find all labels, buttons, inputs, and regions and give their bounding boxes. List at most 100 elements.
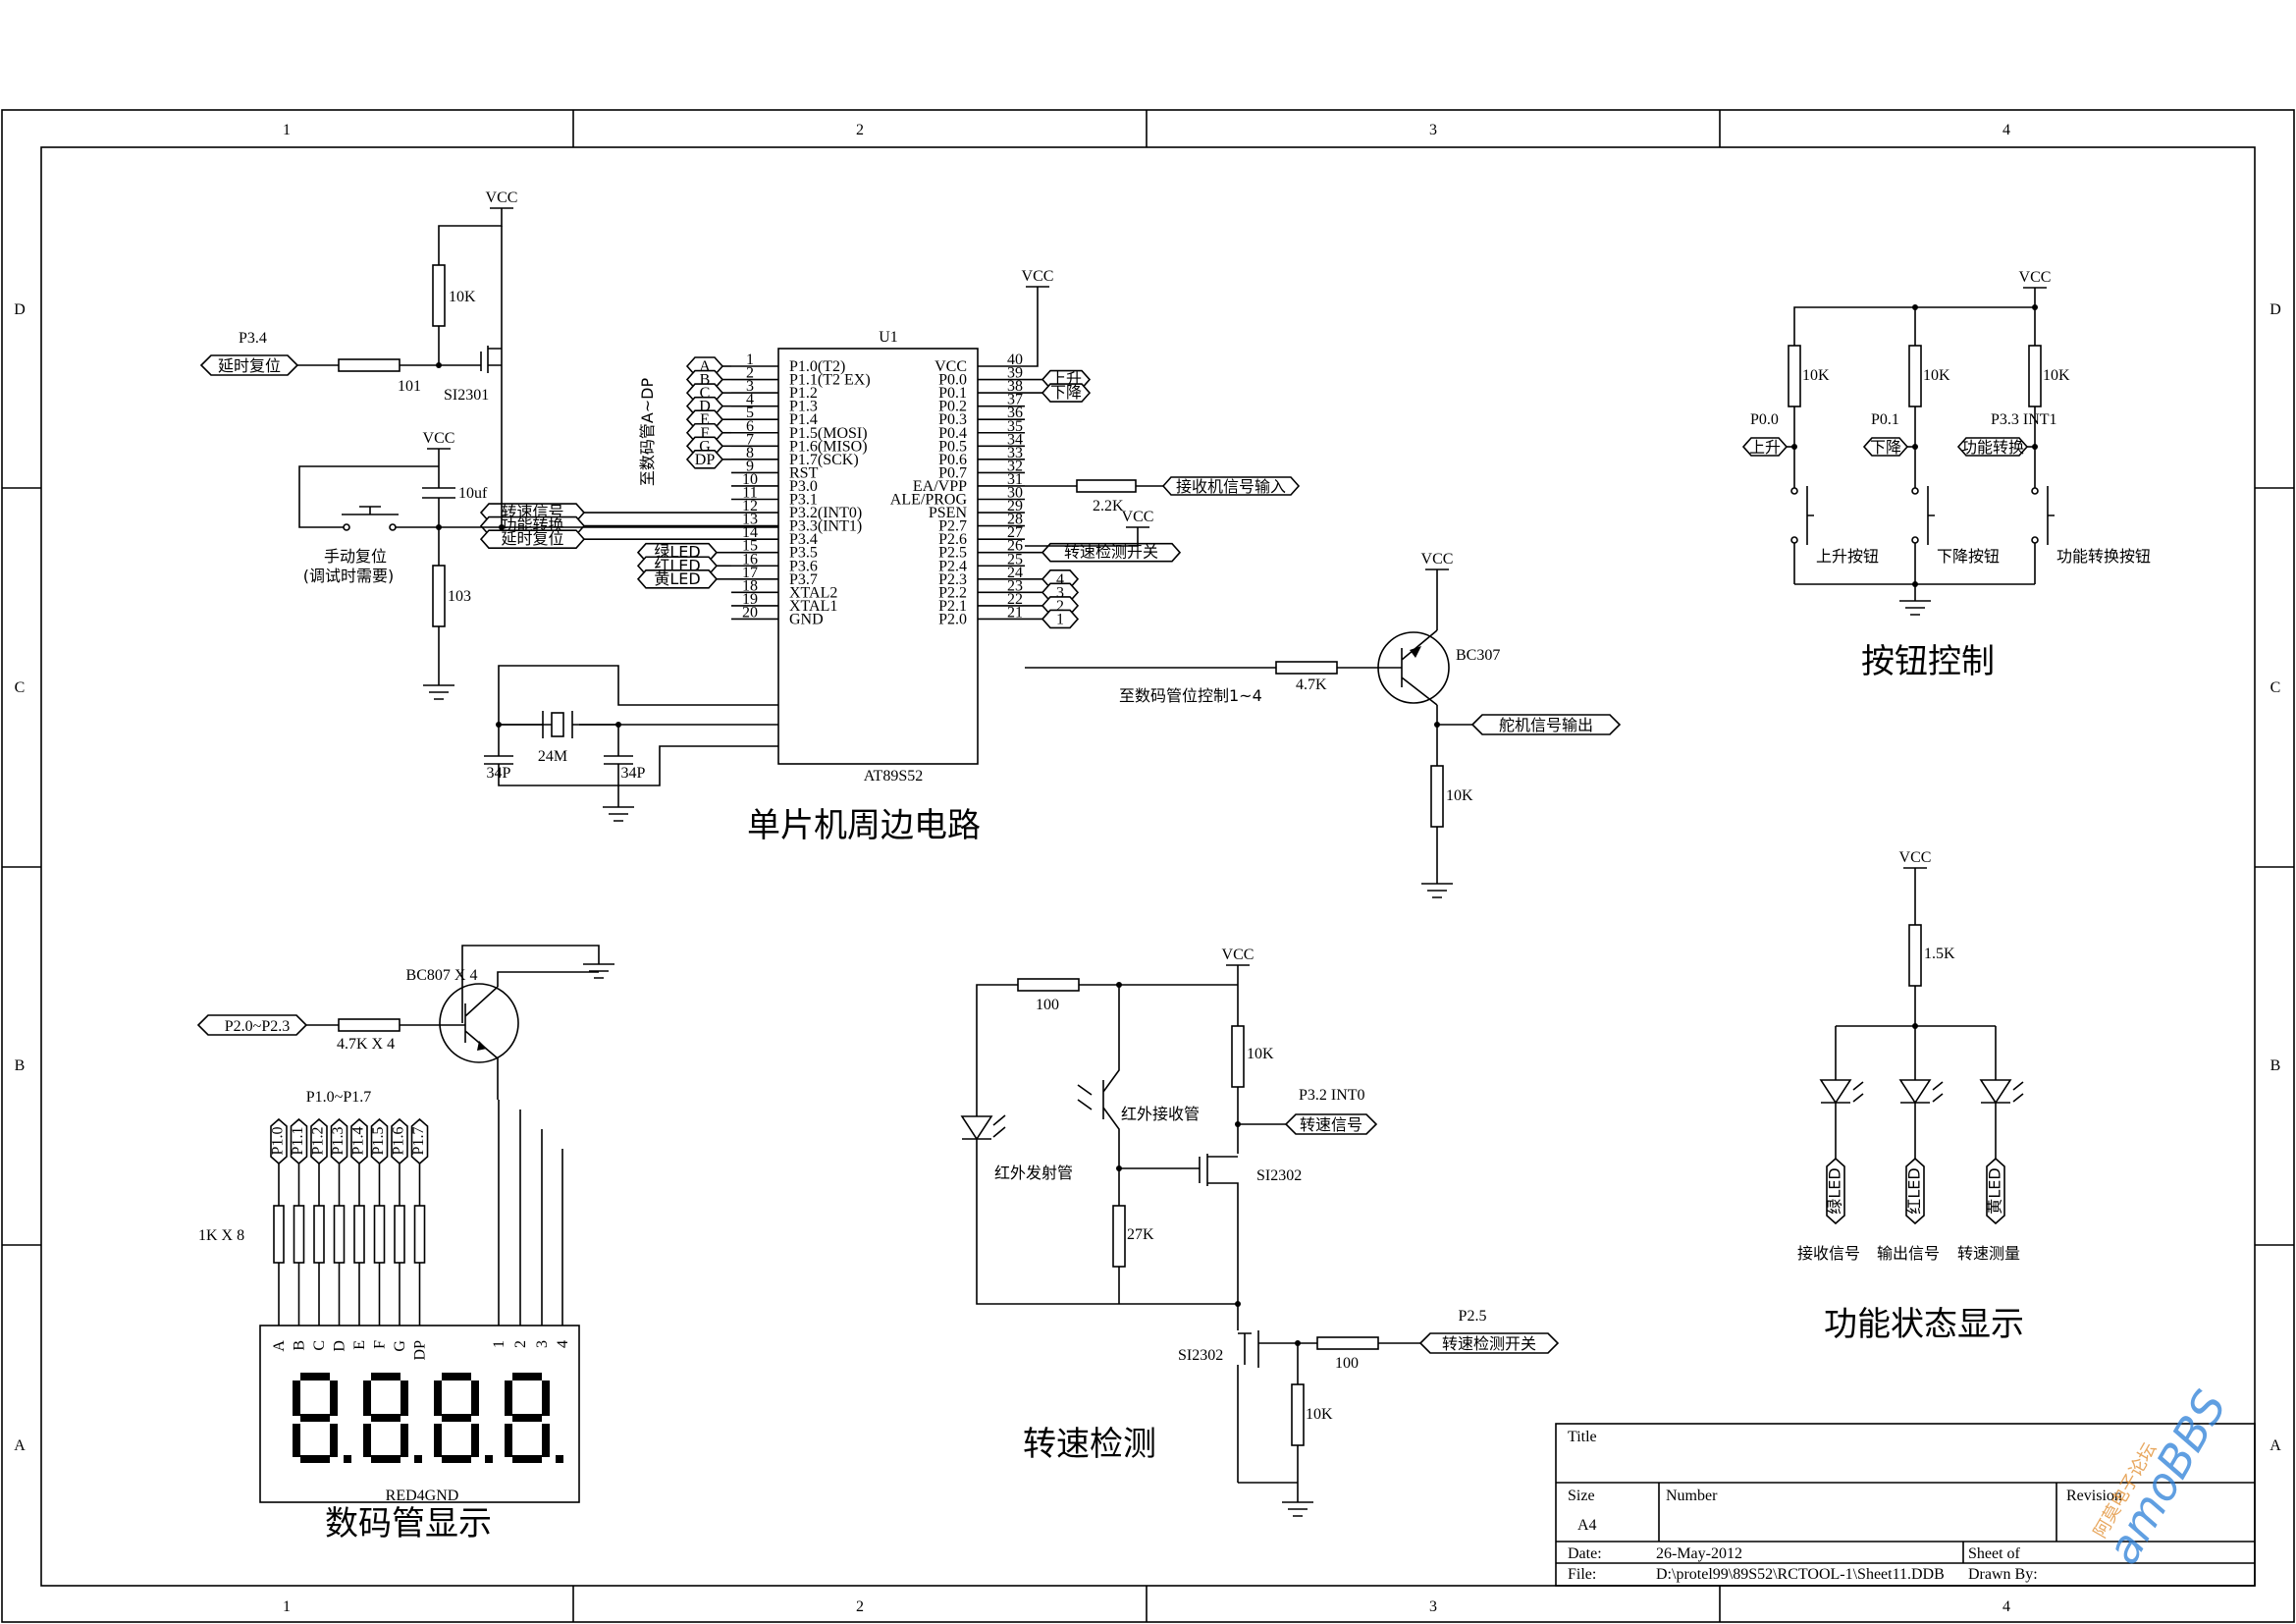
row-label: D [2269,301,2281,318]
resistor-10k [432,264,446,327]
net-flag [685,450,724,469]
r-label: 10K [2043,367,2070,384]
button-label: (调试时需要) [303,567,395,585]
pin-number: 28 [1007,512,1023,528]
net-flag-text: P1.1 [290,1127,306,1156]
net-flag-vertical [1986,1157,2005,1225]
tb-title-label: Title [1568,1429,1597,1445]
col-label: 1 [283,1598,291,1615]
pin-name: P1.0(T2) [789,358,845,375]
row-label: D [14,301,26,318]
resistor-103 [432,565,446,627]
pin-name: P1.6(MISO) [789,438,868,455]
port-label: P3.3 INT1 [1991,411,2057,428]
resistor-1k [373,1205,386,1264]
net-flag-text: DP [695,452,716,468]
mcu-ref: U1 [879,329,898,346]
port-label: P0.0 [1750,411,1779,428]
row-label: A [14,1437,26,1454]
row-label: C [15,679,26,696]
crystal-section: 24M 34P 34P [484,665,778,822]
net-flag [1041,542,1182,563]
pin-number: 9 [746,458,754,474]
r-label: 1.5K [1924,946,1955,962]
net-flag-text: 红LED [1905,1167,1924,1214]
pin-label: 1 [491,1340,507,1348]
pin-name: P2.6 [938,531,967,548]
r-2k2-label: 2.2K [1093,498,1124,514]
pin-name: P0.1 [938,385,967,402]
net-flag-text: P1.4 [350,1127,367,1156]
ground-icon [423,684,454,700]
pin-number: 35 [1007,418,1023,435]
pin-number: 2 [746,365,754,382]
r-101-label: 101 [398,378,421,395]
net-flag-text: P1.6 [391,1127,407,1156]
net-flag-text: 接收机信号输入 [1176,477,1286,496]
port-label: P2.5 [1459,1308,1487,1325]
pin-number: 12 [742,498,758,514]
resistor-27k [1112,1205,1126,1268]
pin-label: A [271,1340,288,1352]
net-flag-text: P1.7 [410,1127,427,1156]
net-flag-text: P1.2 [310,1127,327,1156]
net-flag-text: 上升 [1749,438,1781,457]
vcc-label: VCC [1899,849,1932,866]
row-label: B [15,1057,26,1074]
pin-name: P0.3 [938,411,967,428]
pin-label: 2 [512,1340,529,1348]
col-label: 4 [2002,1598,2010,1615]
mcu-chip-body [777,348,979,765]
pin-number: 27 [1007,524,1023,541]
mcu-side-note: 至数码管A~DP [638,377,657,486]
resistor-10k [1908,345,1922,407]
ground-icon [1421,883,1453,898]
net-flag-text: P1.0 [270,1127,287,1156]
led-icon [1819,1079,1852,1105]
r-10k-label: 10K [449,289,476,305]
digit-8 [434,1373,493,1463]
digit-8 [505,1373,563,1463]
net-flag-text: P1.5 [370,1127,387,1156]
pin-name: P1.2 [789,385,818,402]
pin-name: P0.2 [938,399,967,415]
button-label: 手动复位 [324,547,387,566]
net-flag-speed [1284,1113,1378,1135]
pin-number: 11 [742,485,757,502]
pushbutton-icon [1806,486,1814,545]
pin-number: 30 [1007,485,1023,502]
pin-name: P3.4 [789,531,818,548]
pin-name: P0.6 [938,452,967,468]
transistor-bc807 [439,983,519,1063]
pin-name: P1.4 [789,411,818,428]
pin-number: 7 [746,431,754,448]
pin-name: P1.7(SCK) [789,452,859,468]
tb-file-label: File: [1568,1566,1596,1583]
section-title-buttons: 按钮控制 [1861,642,1995,681]
net-flag-text: 3 [1056,584,1064,601]
digit-8 [293,1373,351,1463]
net-flag-text: 舵机信号输出 [1499,716,1593,734]
fet-label: SI2301 [444,387,489,404]
col-label: 4 [2002,122,2010,138]
r-label: 100 [1036,997,1059,1013]
ir-tx-label: 红外发射管 [994,1164,1073,1182]
r-103-label: 103 [448,588,471,605]
r-label: 27K [1127,1226,1154,1243]
vcc-label: VCC [1421,551,1454,568]
pin-number: 10 [742,471,758,488]
pin-label: 4 [555,1340,571,1348]
pin-name: P0.7 [938,464,967,481]
net-flag-text: E [700,411,710,428]
net-flag-text: D [699,399,711,415]
resistor-1k [313,1205,325,1264]
pin-name: XTAL1 [789,598,837,615]
pin-name: P2.2 [938,584,967,601]
pin-name: P2.7 [938,518,967,535]
net-flag-receiver [1161,476,1301,496]
pin-number: 13 [742,512,758,528]
ir-rx-label: 红外接收管 [1121,1105,1200,1123]
